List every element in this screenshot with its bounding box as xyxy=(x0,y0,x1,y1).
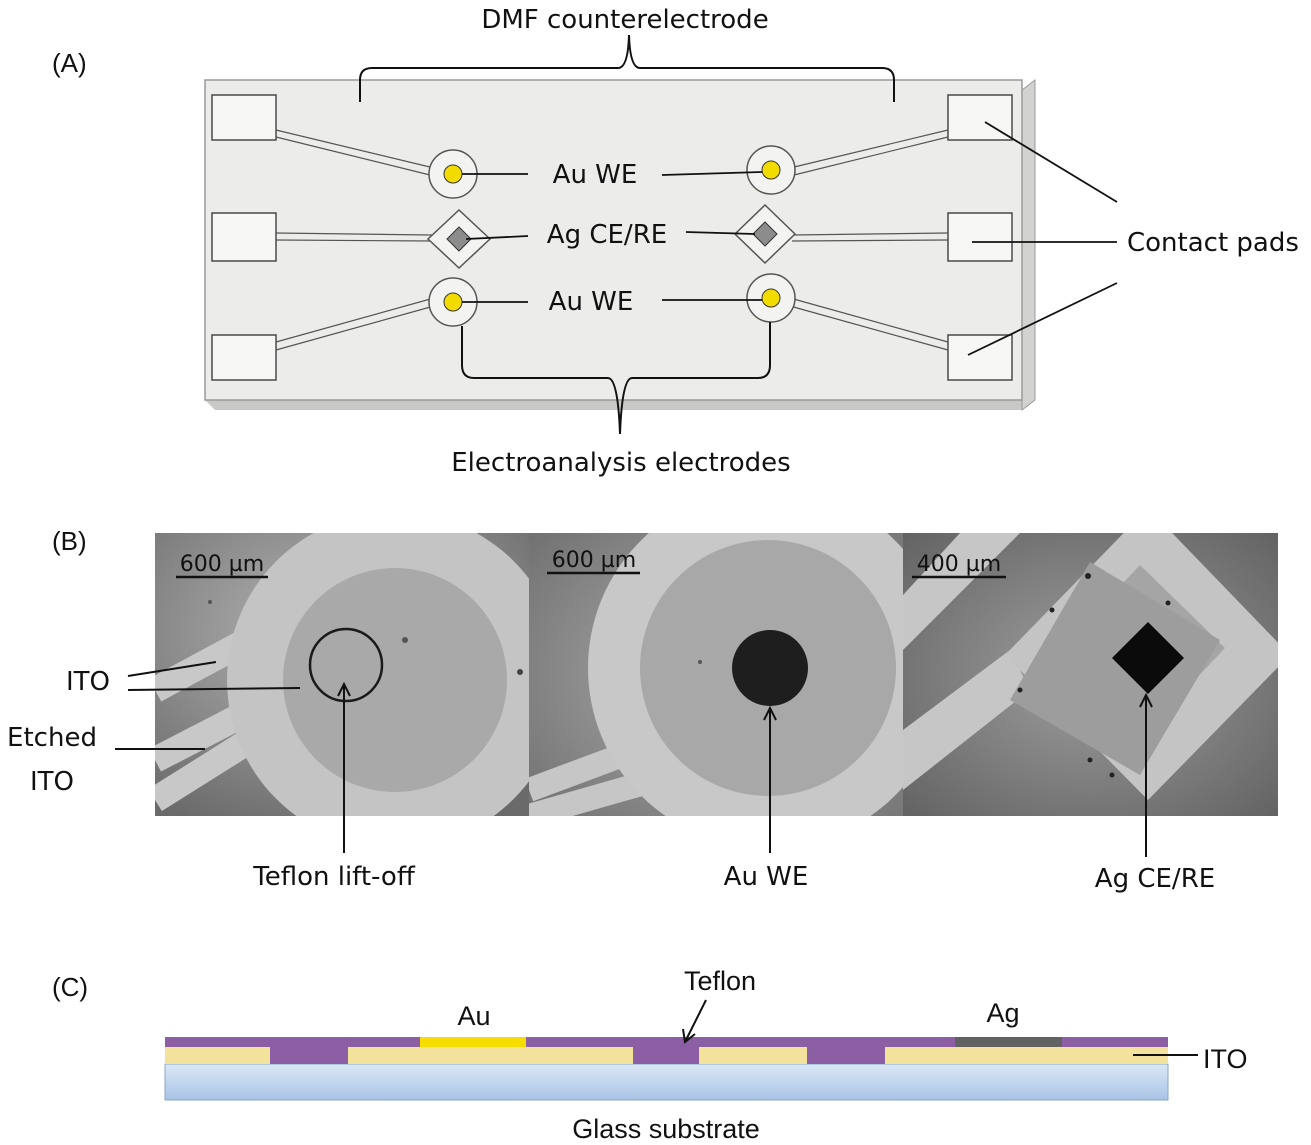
au-electrode xyxy=(443,292,463,312)
au-we-label: Au WE xyxy=(724,862,809,892)
panel-b: (B) xyxy=(7,526,1278,894)
au-electrode xyxy=(761,288,781,308)
ag-electrode xyxy=(446,226,472,252)
micrograph-au-we xyxy=(529,533,905,816)
panel-a-leaders xyxy=(462,121,1118,356)
ag-ce-re-square xyxy=(1112,622,1184,694)
micrograph-teflon xyxy=(155,533,531,816)
teflon-label: Teflon xyxy=(684,966,756,996)
panel-a-label: (A) xyxy=(52,48,87,78)
contact-pad xyxy=(211,94,277,141)
ito-label: ITO xyxy=(66,667,110,697)
ag-electrode xyxy=(752,221,778,247)
scale-label-right: 400 µm xyxy=(917,552,1001,577)
au-we-disc xyxy=(732,630,808,706)
counterelectrode-brace xyxy=(359,34,895,102)
scale-label-middle: 600 µm xyxy=(552,548,636,573)
au-we-electrodes xyxy=(428,145,796,327)
panel-c-leaders xyxy=(682,999,1198,1056)
au-electrode xyxy=(443,164,463,184)
ag-electrodes xyxy=(426,203,797,270)
au-label: Au xyxy=(457,1001,490,1031)
teflon-liftoff-label: Teflon lift-off xyxy=(252,862,416,892)
electroanalysis-brace xyxy=(461,322,771,435)
panel-c-label: (C) xyxy=(52,972,88,1002)
glass-substrate-label: Glass substrate xyxy=(572,1114,760,1144)
ag-ce-re-label-b: Ag CE/RE xyxy=(1095,864,1215,894)
scale-label-left: 600 µm xyxy=(180,552,264,577)
teflon-layer xyxy=(165,1037,1168,1047)
glass-substrate xyxy=(164,1063,1169,1101)
contact-pad xyxy=(211,334,277,381)
au-electrode xyxy=(761,160,781,180)
panel-a: (A) xyxy=(52,5,1299,478)
micrograph-ag xyxy=(903,533,1278,816)
au-we-bottom-label: Au WE xyxy=(549,287,634,317)
contact-pad xyxy=(947,212,1013,262)
ag-label: Ag xyxy=(986,998,1019,1028)
etched-label-line2: ITO xyxy=(30,767,74,797)
etched-ito-gaps xyxy=(270,1047,885,1064)
panel-c: (C) Au Teflon Ag ITO Glass substrate xyxy=(52,966,1248,1144)
ag-layer xyxy=(955,1037,1062,1047)
au-layer xyxy=(420,1037,526,1047)
contact-pads-label: Contact pads xyxy=(1127,228,1299,258)
counterelectrode-label: DMF counterelectrode xyxy=(481,5,768,35)
contact-pad xyxy=(947,334,1013,381)
au-we-top-label: Au WE xyxy=(553,160,638,190)
etched-label-line1: Etched xyxy=(7,723,97,753)
panel-b-label: (B) xyxy=(52,526,87,556)
electroanalysis-label: Electroanalysis electrodes xyxy=(451,448,790,478)
panel-b-leaders xyxy=(115,661,1153,857)
ito-label-c: ITO xyxy=(1203,1044,1248,1074)
traces xyxy=(275,129,949,351)
ag-ce-re-label: Ag CE/RE xyxy=(547,220,667,250)
scale-bars xyxy=(176,571,1006,579)
contact-pad xyxy=(211,212,277,262)
